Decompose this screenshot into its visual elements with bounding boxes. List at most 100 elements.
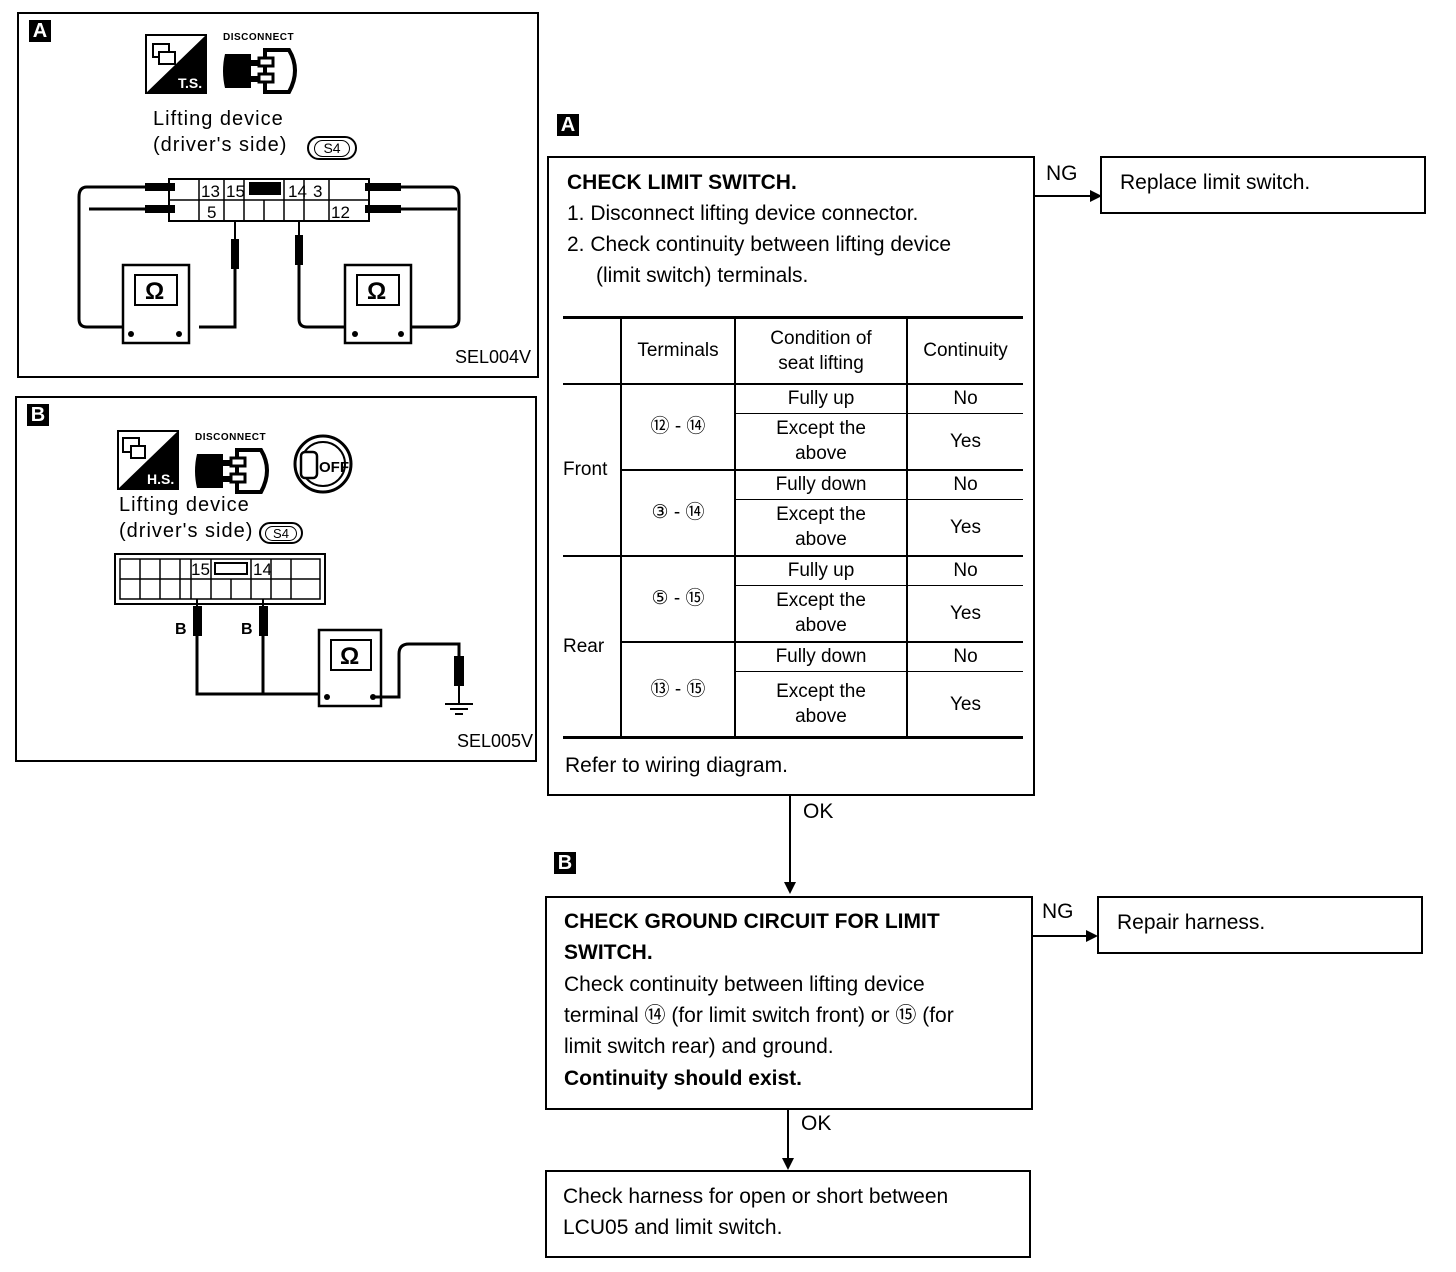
condition-cell: Fully up bbox=[735, 555, 908, 586]
table-row: Except the above Yes bbox=[563, 671, 1023, 738]
pin-3: 3 bbox=[313, 182, 322, 201]
ng-label-1: NG bbox=[1046, 162, 1078, 185]
step1-line1: 1. Disconnect lifting device connector. bbox=[567, 202, 919, 225]
figure-a-label-line1: Lifting device bbox=[153, 108, 284, 130]
result2-text: Repair harness. bbox=[1117, 911, 1266, 934]
condition-cell: Except the above bbox=[735, 585, 908, 642]
result2-box: Repair harness. bbox=[1097, 896, 1423, 954]
table-row: Except the above Yes bbox=[563, 413, 1023, 470]
table-header-terminals: Terminals bbox=[621, 317, 736, 384]
continuity-cell: No bbox=[953, 560, 978, 582]
figure-a-code: SEL004V bbox=[454, 347, 531, 367]
condition-cell: Except the above bbox=[735, 413, 908, 470]
pin-13: 13 bbox=[201, 182, 220, 201]
step1-box: CHECK LIMIT SWITCH. 1. Disconnect liftin… bbox=[547, 156, 1035, 796]
figure-b-connector-badge: S4 bbox=[259, 522, 303, 544]
wire-color-right: B bbox=[241, 621, 253, 638]
table-row: ③ - ⑭ Fully down No bbox=[563, 469, 1023, 557]
terminal-pair: ③ - ⑭ bbox=[621, 469, 736, 557]
step2-title-line2: SWITCH. bbox=[564, 941, 653, 964]
terminal-pair: ⑤ - ⑮ bbox=[621, 555, 736, 643]
ignition-off-icon: OFF bbox=[293, 434, 353, 494]
condition-cell: Fully up bbox=[735, 383, 908, 414]
step1-title: CHECK LIMIT SWITCH. bbox=[567, 171, 797, 194]
ohm-symbol-right: Ω bbox=[367, 278, 386, 305]
result1-box: Replace limit switch. bbox=[1100, 156, 1426, 214]
disconnect-icon bbox=[195, 448, 269, 494]
step2-line2: terminal ⑭ (for limit switch front) or ⑮… bbox=[564, 1004, 954, 1027]
figure-a-label-line2: (driver's side) bbox=[153, 134, 288, 156]
table-row: ⑬ - ⑮ Fully down No bbox=[563, 641, 1023, 739]
continuity-cell: No bbox=[953, 388, 978, 410]
table-header-condition: Condition of seat lifting bbox=[735, 317, 908, 384]
table-header-row: Terminals Condition of seat lifting Cont… bbox=[563, 317, 1023, 384]
continuity-table: Terminals Condition of seat lifting Cont… bbox=[563, 316, 1023, 739]
disconnect-icon bbox=[223, 48, 297, 94]
pin-14: 14 bbox=[288, 182, 307, 201]
terminal-pair: ⑬ - ⑮ bbox=[621, 641, 736, 739]
continuity-cell: Yes bbox=[950, 430, 981, 452]
off-label: OFF bbox=[319, 459, 349, 476]
table-header-empty bbox=[563, 317, 622, 384]
group-rear: Rear bbox=[563, 555, 622, 739]
pin-5: 5 bbox=[207, 203, 216, 222]
step2-line1: Check continuity between lifting device bbox=[564, 973, 925, 996]
hs-icon: H.S. bbox=[117, 430, 179, 490]
table-row: Front ⑫ - ⑭ Fully up No bbox=[563, 383, 1023, 557]
table-row: Except the above Yes bbox=[563, 499, 1023, 556]
step2-box: CHECK GROUND CIRCUIT FOR LIMIT SWITCH. C… bbox=[545, 896, 1033, 1110]
disconnect-label-a: DISCONNECT bbox=[223, 32, 295, 43]
pin-14: 14 bbox=[253, 560, 272, 579]
pin-12: 12 bbox=[331, 203, 350, 222]
table-header-continuity: Continuity bbox=[923, 340, 1008, 362]
figure-b-code: SEL005V bbox=[456, 731, 533, 751]
connector-id: S4 bbox=[265, 526, 297, 541]
table-row: Rear ⑤ - ⑮ Fully up No bbox=[563, 555, 1023, 739]
figure-b-label-line1: Lifting device bbox=[119, 494, 250, 516]
ok-arrow-1 bbox=[784, 796, 796, 894]
ng-label-2: NG bbox=[1042, 900, 1074, 923]
figure-a-tag: A bbox=[29, 20, 51, 42]
condition-cell: Except the above bbox=[735, 671, 908, 738]
figure-a-wiring: 13 15 14 3 5 12 Ω Ω bbox=[77, 178, 461, 345]
step2-line3: limit switch rear) and ground. bbox=[564, 1035, 834, 1058]
condition-cell: Fully down bbox=[735, 641, 908, 672]
figure-b-label-line2: (driver's side) bbox=[119, 520, 254, 542]
continuity-cell: Yes bbox=[950, 602, 981, 624]
pin-15: 15 bbox=[226, 182, 245, 201]
ng-arrow-2 bbox=[1032, 930, 1098, 942]
step1-line3: (limit switch) terminals. bbox=[596, 264, 809, 287]
step3-line2: LCU05 and limit switch. bbox=[563, 1216, 783, 1239]
ohm-symbol: Ω bbox=[340, 643, 359, 670]
continuity-cell: Yes bbox=[950, 693, 981, 715]
step1-line2: 2. Check continuity between lifting devi… bbox=[567, 233, 952, 256]
step3-line1: Check harness for open or short between bbox=[563, 1185, 949, 1208]
pin-15: 15 bbox=[191, 560, 210, 579]
ts-label: T.S. bbox=[178, 75, 202, 91]
hs-label: H.S. bbox=[147, 471, 174, 487]
step1-footer: Refer to wiring diagram. bbox=[565, 754, 788, 777]
figure-b-panel: B H.S. DISCONNECT OFF Lifting device (dr… bbox=[15, 396, 537, 762]
figure-b-tag: B bbox=[27, 404, 49, 426]
terminal-pair: ⑫ - ⑭ bbox=[621, 383, 736, 471]
wire-color-left: B bbox=[175, 621, 187, 638]
ng-arrow-1 bbox=[1034, 190, 1102, 202]
connector-id: S4 bbox=[314, 140, 350, 157]
step2-title-line1: CHECK GROUND CIRCUIT FOR LIMIT bbox=[564, 910, 940, 933]
figure-b-wiring: 15 14 B B Ω bbox=[114, 553, 473, 715]
flow-tag-b: B bbox=[554, 852, 576, 874]
step2-line4: Continuity should exist. bbox=[564, 1067, 803, 1090]
table-row: Except the above Yes bbox=[563, 585, 1023, 642]
group-front: Front bbox=[563, 383, 622, 557]
condition-cell: Except the above bbox=[735, 499, 908, 556]
flow-tag-a: A bbox=[557, 114, 579, 136]
figure-a-panel: A T.S. DISCONNECT Lifting device (driver… bbox=[17, 12, 539, 378]
step3-box: Check harness for open or short between … bbox=[545, 1170, 1031, 1258]
ts-icon: T.S. bbox=[145, 34, 207, 94]
result1-text: Replace limit switch. bbox=[1120, 171, 1311, 194]
figure-a-connector-badge: S4 bbox=[307, 136, 357, 160]
ok-label-1: OK bbox=[803, 800, 834, 823]
ok-arrow-2 bbox=[782, 1108, 794, 1170]
continuity-cell: No bbox=[953, 474, 978, 496]
continuity-cell: No bbox=[953, 646, 978, 668]
